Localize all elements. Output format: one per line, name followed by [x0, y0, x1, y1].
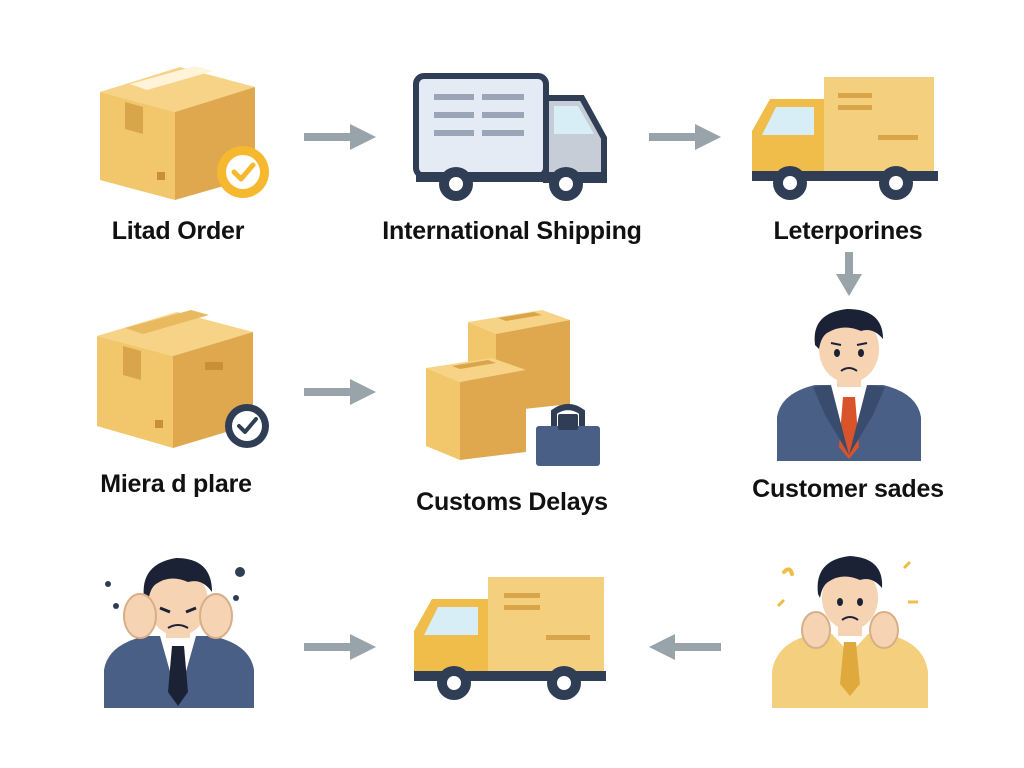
placed-order-node — [95, 62, 275, 202]
worried-businessman-node — [775, 305, 923, 463]
flow-arrow-1 — [300, 122, 380, 152]
international-shipping-label: International Shipping — [382, 217, 642, 245]
anxious-customer-node — [770, 550, 930, 710]
anxious-customer-icon — [772, 556, 928, 708]
placed-order-label: Litad Order — [111, 217, 245, 245]
document-truck-icon — [413, 73, 607, 201]
down-arrow-icon — [836, 252, 862, 296]
stressed-businessman-node — [100, 550, 258, 710]
international-shipping-node — [412, 72, 612, 204]
package-with-gold-badge-icon — [100, 66, 269, 200]
yellow-delivery-truck-icon — [752, 77, 938, 200]
customs-delays-node — [422, 308, 604, 468]
stressed-businessman-icon — [104, 558, 254, 708]
yellow-delivery-truck-icon — [414, 577, 606, 700]
order-packed-label: Miera d plare — [100, 470, 252, 498]
flow-arrow-4 — [300, 632, 380, 662]
flow-arrow-5 — [645, 632, 725, 662]
right-arrow-icon — [304, 634, 376, 660]
flow-arrow-down — [834, 250, 864, 298]
worried-businessman-icon — [777, 309, 921, 461]
flow-arrow-2 — [645, 122, 725, 152]
flow-arrow-3 — [300, 377, 380, 407]
order-packed-node — [95, 308, 275, 450]
local-carrier-label: Leterporines — [773, 217, 923, 245]
left-arrow-icon — [649, 634, 721, 660]
package-with-check-badge-icon — [97, 310, 269, 448]
local-carrier-node — [750, 75, 940, 203]
customer-sales-label: Customer sades — [752, 475, 944, 503]
stacked-boxes-with-lock-icon — [426, 310, 600, 466]
right-arrow-icon — [649, 124, 721, 150]
final-delivery-node — [412, 575, 608, 703]
right-arrow-icon — [304, 124, 376, 150]
right-arrow-icon — [304, 379, 376, 405]
customs-delays-label: Customs Delays — [416, 488, 608, 516]
